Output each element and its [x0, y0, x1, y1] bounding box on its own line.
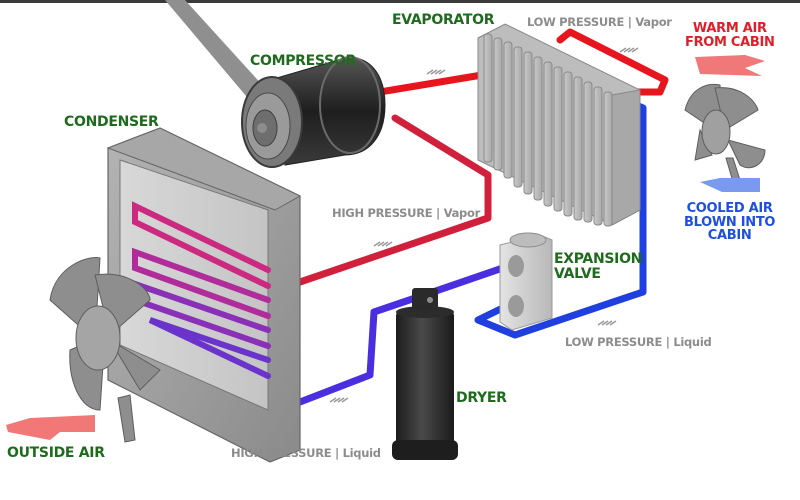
flow-chevrons	[329, 47, 639, 403]
cooled-air-label-line-2: BLOWN INTO	[684, 214, 776, 230]
evaporator-fins	[483, 33, 613, 227]
warm-air-label-line-1: WARM AIR	[692, 21, 767, 36]
receiver-dryer	[392, 288, 458, 460]
top-border	[0, 0, 800, 3]
warm-air-label-line-2: FROM CABIN	[685, 34, 775, 50]
high-pressure-vapor-label: HIGH PRESSURE | Vapor	[332, 206, 480, 220]
compressor-label: COMPRESSOR	[250, 53, 356, 69]
outside-air-arrow	[6, 415, 95, 440]
dryer-label: DRYER	[456, 390, 507, 406]
expansion-valve-label-line-2: VALVE	[554, 265, 601, 282]
low-pressure-liquid-label: LOW PRESSURE | Liquid	[565, 335, 712, 349]
outside-air-label: OUTSIDE AIR	[7, 445, 105, 461]
cabin-fan	[684, 83, 766, 183]
pipe-low-pressure-vapor	[376, 70, 492, 96]
low-pressure-vapor-label: LOW PRESSURE | Vapor	[527, 15, 672, 29]
evaporator-label: EVAPORATOR	[392, 12, 495, 28]
pipe-low-pressure-vapor-top	[556, 28, 669, 96]
expansion-valve-label: EXPANSION VALVE	[554, 252, 642, 281]
warm-air-label: WARM AIR FROM CABIN	[685, 22, 775, 49]
condenser-coils	[132, 201, 271, 379]
cooled-air-label-line-3: CABIN	[707, 228, 752, 244]
condenser-label: CONDENSER	[64, 114, 159, 130]
expansion-valve-label-line-1: EXPANSION	[554, 251, 643, 267]
high-pressure-liquid-label: HIGH PRESSURE | Liquid	[231, 446, 381, 460]
cooled-air-arrow	[700, 178, 760, 192]
cooled-air-label: COOLED AIR BLOWN INTO CABIN	[684, 202, 775, 243]
compressor	[241, 56, 386, 168]
expansion-valve	[499, 232, 553, 331]
condenser-fan	[49, 257, 161, 443]
evaporator	[477, 23, 641, 227]
cooled-air-label-line-1: COOLED AIR	[686, 201, 773, 216]
warm-air-arrow	[695, 55, 765, 76]
